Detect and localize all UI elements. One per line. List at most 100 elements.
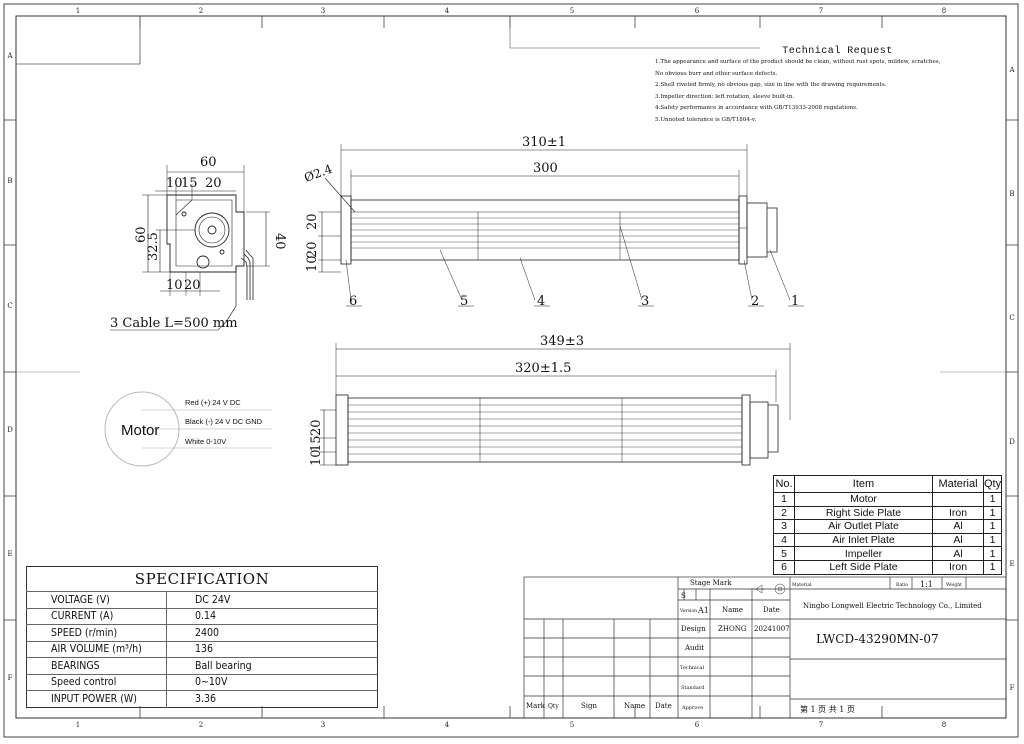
- spec-label: BEARINGS: [26, 657, 167, 674]
- dim-text: 15: [309, 435, 324, 452]
- dim-text: 349±3: [540, 334, 584, 349]
- dim-text: 300: [533, 161, 558, 176]
- bom-qty: 1: [982, 519, 1003, 534]
- callout-number: 1: [791, 294, 799, 309]
- callout-number: 3: [641, 294, 649, 309]
- row-label: F: [1010, 684, 1015, 692]
- bom-header-item: Item: [794, 475, 933, 493]
- dim-text: 20: [184, 278, 201, 293]
- dim-text: 40: [272, 233, 287, 250]
- col-label: 2: [199, 721, 203, 729]
- table-row: AIR VOLUME (m³/h)136: [26, 640, 378, 658]
- bom-no: 4: [773, 532, 795, 548]
- bom-item: Air Inlet Plate: [794, 532, 933, 548]
- spec-value: 136: [166, 640, 378, 658]
- col-label: 5: [570, 7, 574, 15]
- col-label: 7: [819, 721, 823, 729]
- technical-request-line: 5.Unnoted tolerance is GB/T1804-v.: [655, 116, 757, 123]
- ratio-label: Ratio: [896, 582, 908, 588]
- bom-qty: 1: [982, 492, 1003, 507]
- version-label: Version: [679, 608, 697, 614]
- spec-label: Speed control: [26, 673, 167, 691]
- approve-label: Approve: [681, 705, 703, 711]
- dim-text: 20: [305, 213, 320, 230]
- bottom-label: Qty: [548, 703, 559, 710]
- version-value: A1: [697, 606, 709, 615]
- dim-text: 20: [305, 241, 320, 258]
- spec-value: 3.36: [166, 690, 378, 707]
- bottom-view-drawing: [320, 343, 791, 466]
- col-label: 5: [570, 721, 574, 729]
- technical-request-line: No obvious burr and other surface defect…: [655, 70, 778, 77]
- col-label: 8: [942, 7, 946, 15]
- bom-no: 1: [773, 492, 795, 507]
- bom-qty: 1: [982, 546, 1003, 561]
- top-view-drawing: [318, 144, 804, 307]
- row-label: E: [1009, 560, 1014, 568]
- col-label: 3: [321, 721, 325, 729]
- motor-label: Motor: [121, 422, 159, 439]
- bom-header-qty: Qty: [982, 475, 1003, 493]
- callout-number: 4: [537, 294, 545, 309]
- side-view: [110, 165, 270, 331]
- table-row: SPEED (r/min)2400: [26, 624, 378, 641]
- wire-label-red: Red (+) 24 V DC: [185, 398, 241, 407]
- bom-qty: 1: [982, 505, 1003, 521]
- dim-text: Ø2.4: [302, 162, 334, 185]
- stage-mark-label: Stage Mark: [690, 579, 732, 587]
- audit-label: Audit: [684, 644, 704, 652]
- bom-item: Impeller: [794, 546, 933, 561]
- bottom-label: Sign: [581, 702, 598, 710]
- design-date: 20241007: [754, 625, 790, 633]
- bom-material: [932, 492, 984, 507]
- company-name: Ningbo Longwell Electric Technology Co.,…: [803, 602, 982, 610]
- spec-label: AIR VOLUME (m³/h): [26, 640, 167, 658]
- bom-no: 6: [773, 559, 795, 575]
- material-label: Material: [792, 582, 812, 588]
- dim-text: 310±1: [522, 135, 566, 150]
- spec-label: SPEED (r/min): [26, 624, 167, 641]
- col-label: 3: [321, 7, 325, 15]
- stage-s: S: [681, 592, 686, 600]
- row-label: F: [8, 674, 13, 682]
- standard-label: Standard: [681, 685, 705, 691]
- dim-text: 32.5: [146, 232, 161, 261]
- col-label: 4: [445, 7, 450, 15]
- dim-text: 20: [309, 419, 324, 436]
- design-label: Design: [681, 625, 706, 633]
- table-row: CURRENT (A)0.14: [26, 607, 378, 625]
- spec-value: 0~10V: [166, 673, 378, 691]
- bom-material: Al: [932, 532, 984, 548]
- wire-label-white: White 0-10V: [185, 437, 226, 446]
- row-label: B: [1009, 190, 1014, 198]
- col-label: 2: [199, 7, 203, 15]
- spec-label: CURRENT (A): [26, 607, 167, 625]
- spec-label: VOLTAGE (V): [26, 591, 167, 608]
- weight-label: Weight: [946, 582, 962, 588]
- spec-label: INPUT POWER (W): [26, 690, 167, 707]
- spec-value: Ball bearing: [166, 657, 378, 674]
- col-label: 6: [695, 721, 700, 729]
- wire-label-black: Black (-) 24 V DC GND: [185, 417, 263, 426]
- callout-number: 6: [349, 294, 357, 309]
- ratio-value: 1:1: [920, 580, 933, 589]
- row-label: A: [6, 52, 13, 60]
- callout-number: 2: [751, 294, 759, 309]
- bottom-label: Name: [624, 702, 645, 710]
- bom-material: Iron: [932, 559, 984, 575]
- spec-value: 0.14: [166, 607, 378, 625]
- date-label: Date: [763, 606, 780, 614]
- bom-item: Left Side Plate: [794, 559, 933, 575]
- bom-no: 3: [773, 519, 795, 534]
- col-label: 1: [76, 7, 80, 15]
- page-count: 第 1 页 共 1 页: [800, 704, 855, 714]
- bottom-label: Date: [655, 702, 672, 710]
- row-label: C: [1009, 314, 1014, 322]
- technical-request-title: Technical Request: [782, 46, 893, 57]
